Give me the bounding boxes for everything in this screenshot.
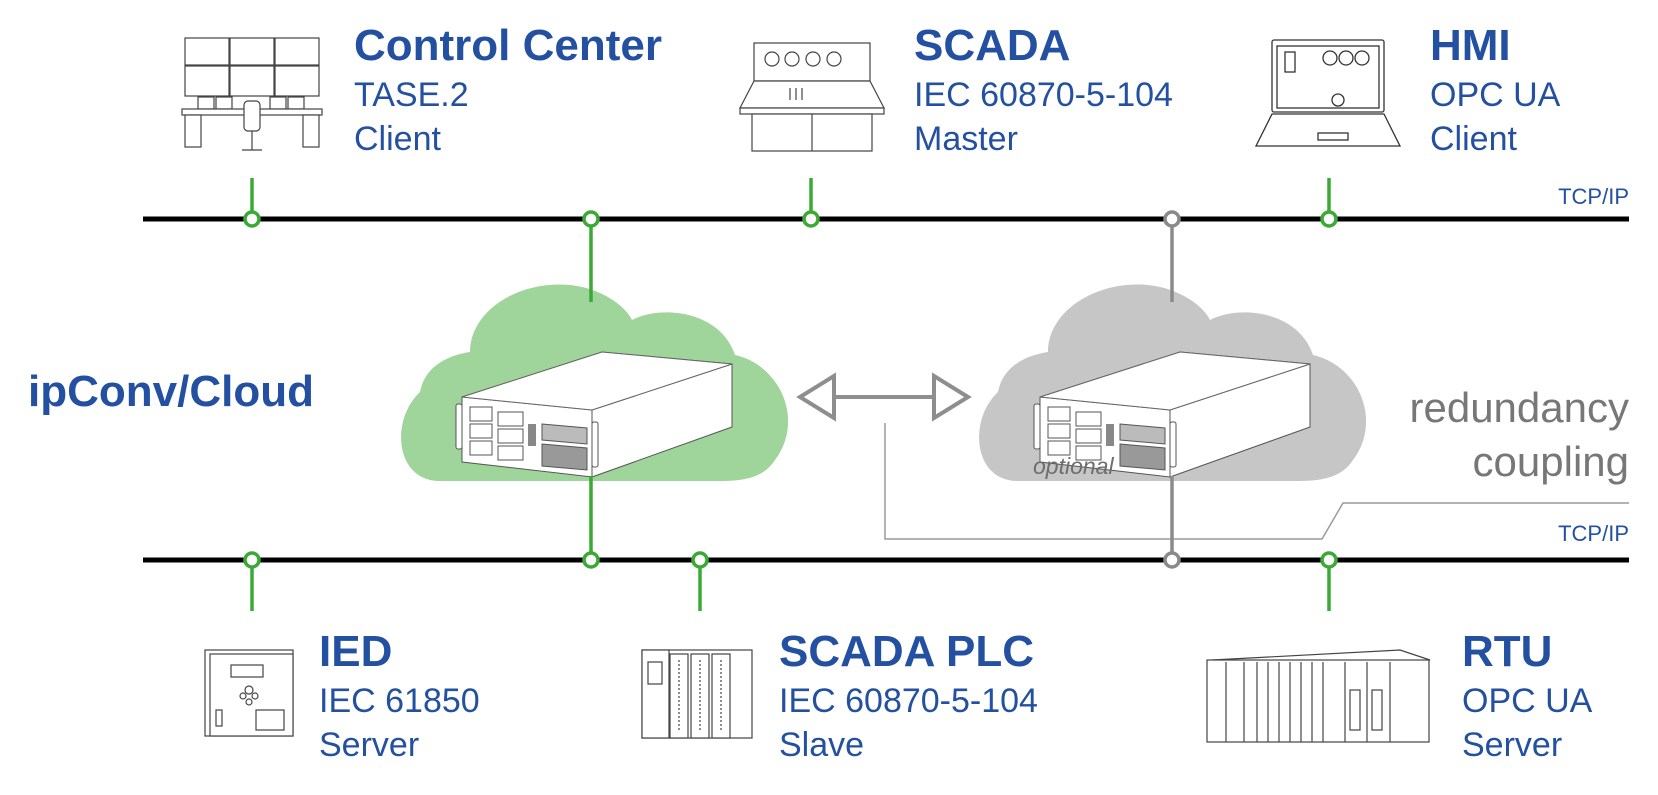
control-center-protocol: TASE.2 (354, 76, 469, 114)
rtu-title: RTU (1462, 627, 1552, 676)
secondary-cloud (979, 284, 1367, 481)
protection-relay-icon (204, 649, 294, 737)
node-primary-cloud-top (582, 210, 600, 228)
scada-title: SCADA (914, 21, 1070, 70)
network-label-top: TCP/IP (1558, 184, 1629, 209)
node-scada (802, 210, 820, 228)
control-center-title: Control Center (354, 21, 662, 70)
ied-protocol: IEC 61850 (319, 682, 480, 720)
network-label-bottom: TCP/IP (1558, 521, 1629, 546)
hmi-protocol: OPC UA (1430, 76, 1561, 114)
scada-plc-title: SCADA PLC (779, 627, 1034, 676)
ied-title: IED (319, 627, 392, 676)
rtu-role: Server (1462, 726, 1562, 764)
rtu-rack-icon (1206, 649, 1431, 743)
hmi-role: Client (1430, 120, 1517, 158)
node-secondary-cloud-bottom (1163, 551, 1181, 569)
rtu-protocol: OPC UA (1462, 682, 1593, 720)
optional-label: optional (1033, 453, 1114, 479)
scada-plc-role: Slave (779, 726, 864, 764)
ipconv-cloud-label: ipConv/Cloud (28, 367, 314, 416)
node-ied (243, 551, 261, 569)
redundancy-label-line1: redundancy (1410, 384, 1630, 431)
control-desk-icon (739, 42, 885, 152)
node-primary-cloud-bottom (582, 551, 600, 569)
control-center-role: Client (354, 120, 441, 158)
scada-plc-protocol: IEC 60870-5-104 (779, 682, 1038, 720)
redundancy-coupling-line (884, 423, 1629, 540)
node-secondary-cloud-top (1163, 210, 1181, 228)
node-rtu (1320, 551, 1338, 569)
scada-protocol: IEC 60870-5-104 (914, 76, 1173, 114)
laptop-icon (1254, 39, 1402, 147)
control-room-icon (181, 37, 323, 151)
plc-icon (641, 649, 753, 739)
double-arrow-icon (796, 372, 972, 422)
primary-cloud (401, 284, 789, 481)
ied-role: Server (319, 726, 419, 764)
node-hmi (1320, 210, 1338, 228)
redundancy-label-line2: coupling (1473, 438, 1629, 485)
node-control-center (243, 210, 261, 228)
node-scada-plc (691, 551, 709, 569)
scada-role: Master (914, 120, 1018, 158)
hmi-title: HMI (1430, 21, 1511, 70)
